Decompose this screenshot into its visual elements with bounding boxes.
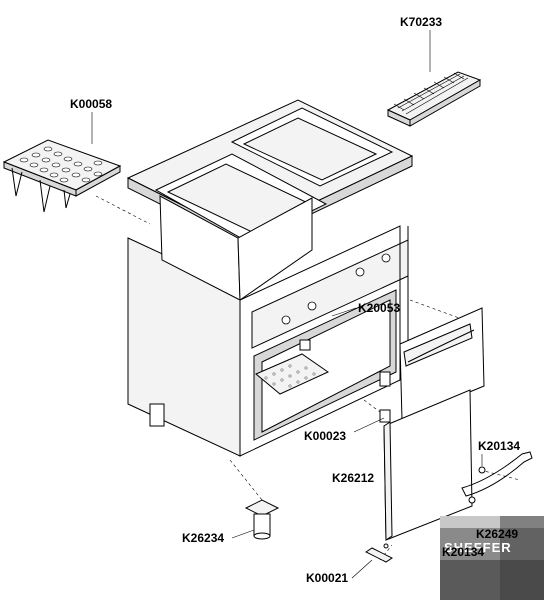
watermark-logo: SHEFFER — [440, 516, 544, 600]
watermark-text: SHEFFER — [444, 540, 512, 555]
label-k26234: K26234 — [182, 531, 224, 545]
grill-k70233 — [386, 71, 482, 127]
label-k00023: K00023 — [304, 429, 346, 443]
door-k26212 — [379, 389, 473, 541]
label-k26212: K26212 — [332, 471, 374, 485]
door-upper — [399, 307, 485, 421]
handle-k26249 — [461, 451, 533, 504]
label-k20053: K20053 — [358, 301, 400, 315]
label-k26249: K26249 — [476, 527, 518, 541]
basket-grid-k00058 — [2, 139, 122, 213]
hinge-k00021 — [365, 543, 393, 563]
label-k00021: K00021 — [306, 571, 348, 585]
label-k70233: K70233 — [400, 15, 442, 29]
label-k20134-top: K20134 — [478, 439, 520, 453]
label-k20134-bottom: K20134 — [442, 545, 484, 559]
label-k00058: K00058 — [70, 97, 112, 111]
top-plate-with-tanks — [126, 99, 414, 301]
fryer-cabinet — [127, 225, 409, 457]
foot-k26234 — [244, 499, 280, 540]
